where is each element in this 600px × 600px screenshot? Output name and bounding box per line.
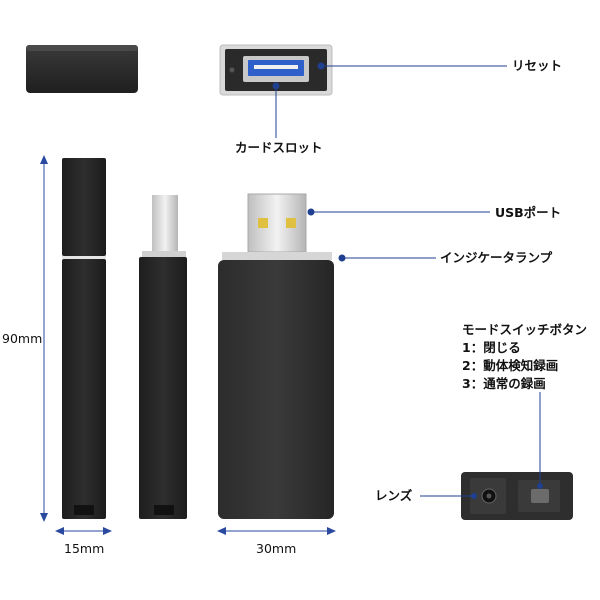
usb-end-view xyxy=(219,44,333,96)
label-lens: レンズ xyxy=(375,488,413,503)
cap-top-view xyxy=(26,45,138,93)
label-indicator-lamp: インジケータランプ xyxy=(440,250,553,265)
mode-option-3: 3：通常の録画 xyxy=(462,376,546,391)
label-card-slot: カードスロット xyxy=(235,140,323,155)
dimension-thickness-label: 15mm xyxy=(64,541,105,556)
height-dimension-line xyxy=(40,155,48,522)
label-usb-port: USBポート xyxy=(495,205,562,220)
label-reset: リセット xyxy=(512,58,563,73)
thickness-dimension-line xyxy=(55,527,112,535)
front-view xyxy=(218,193,334,519)
side-view-plug xyxy=(139,195,187,519)
dimension-height-label: 90mm xyxy=(2,331,43,346)
mode-option-2: 2：動体検知録画 xyxy=(462,358,559,373)
label-mode-switch: モードスイッチボタン xyxy=(462,322,588,337)
bottom-view xyxy=(461,472,573,520)
side-view-left xyxy=(62,158,106,519)
width-dimension-line xyxy=(217,527,336,535)
reset-hole-icon xyxy=(229,67,235,73)
dimension-width-label: 30mm xyxy=(256,541,297,556)
mode-option-1: 1：閉じる xyxy=(462,340,521,355)
slide-switch-icon xyxy=(531,489,549,503)
mode-switch-legend: モードスイッチボタン 1：閉じる 2：動体検知録画 3：通常の録画 xyxy=(462,321,587,393)
